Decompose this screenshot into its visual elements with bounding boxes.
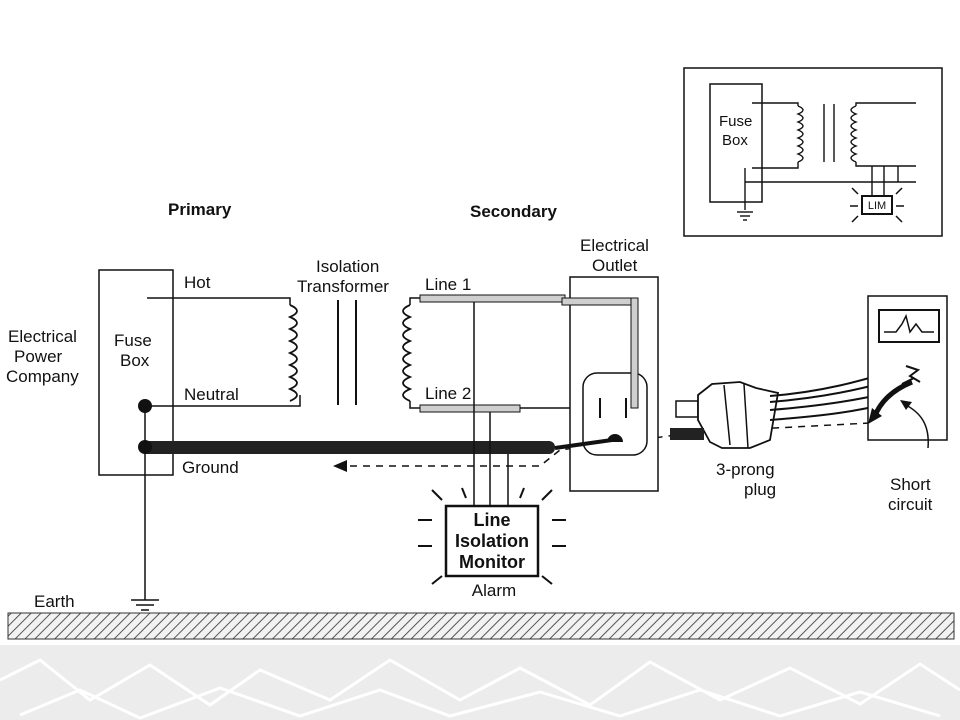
svg-text:Short: Short xyxy=(890,475,931,494)
inset-fuse-box-label: Fuse Box xyxy=(719,113,752,149)
svg-text:Monitor: Monitor xyxy=(459,552,525,572)
line1-label: Line 1 xyxy=(425,275,471,294)
svg-text:circuit: circuit xyxy=(888,495,933,514)
hot-wire xyxy=(147,297,291,305)
primary-heading: Primary xyxy=(168,200,232,219)
footer-background xyxy=(0,645,960,720)
svg-text:Line: Line xyxy=(473,510,510,530)
svg-text:Isolation: Isolation xyxy=(316,257,379,276)
short-circuit-label: Short circuit xyxy=(888,475,933,514)
line2-label: Line 2 xyxy=(425,384,471,403)
neutral-wire xyxy=(147,395,301,407)
svg-text:Isolation: Isolation xyxy=(455,531,529,551)
inset-lim-label: LIM xyxy=(868,200,886,212)
svg-text:Electrical: Electrical xyxy=(580,236,649,255)
alarm-rays xyxy=(418,487,566,585)
svg-text:Electrical: Electrical xyxy=(8,327,77,346)
secondary-heading: Secondary xyxy=(470,202,557,221)
monitor-label: Line Isolation Monitor xyxy=(455,510,529,572)
secondary-coil xyxy=(402,304,413,402)
line1-wire xyxy=(419,294,566,303)
inset-lim-rays xyxy=(850,187,904,223)
ground-wire xyxy=(140,441,555,454)
svg-text:Box: Box xyxy=(120,351,150,370)
svg-text:Power: Power xyxy=(14,347,63,366)
hot-label: Hot xyxy=(184,273,211,292)
svg-text:Outlet: Outlet xyxy=(592,256,638,275)
line2-wire xyxy=(419,404,521,413)
svg-text:Fuse: Fuse xyxy=(719,113,752,130)
svg-text:Box: Box xyxy=(722,132,748,149)
three-prong-plug xyxy=(670,381,780,449)
fault-arrowhead xyxy=(333,460,347,472)
plug-label: 3-prong plug xyxy=(716,460,776,499)
primary-coil xyxy=(287,304,298,402)
inset-wiring xyxy=(737,102,916,221)
line-isolation-monitor xyxy=(444,504,540,578)
svg-text:Fuse: Fuse xyxy=(114,331,152,350)
svg-text:Company: Company xyxy=(6,367,79,386)
alarm-label: Alarm xyxy=(472,581,516,600)
earth-label: Earth xyxy=(34,592,75,611)
earth-ground-symbol xyxy=(131,599,159,611)
svg-text:3-prong: 3-prong xyxy=(716,460,775,479)
power-company-label: Electrical Power Company xyxy=(6,327,79,386)
neutral-label: Neutral xyxy=(184,385,239,404)
ground-label: Ground xyxy=(182,458,239,477)
svg-text:Transformer: Transformer xyxy=(297,277,389,296)
earth-ground-strip xyxy=(7,612,955,640)
svg-text:plug: plug xyxy=(744,480,776,499)
monitor-leads xyxy=(473,302,509,506)
outlet-label: Electrical Outlet xyxy=(580,236,649,275)
transformer-label: Isolation Transformer xyxy=(297,257,389,296)
fuse-box xyxy=(98,269,174,476)
device-waveform xyxy=(884,313,934,334)
inset-lim-box xyxy=(861,195,893,215)
fuse-box-label: Fuse Box xyxy=(114,331,152,370)
